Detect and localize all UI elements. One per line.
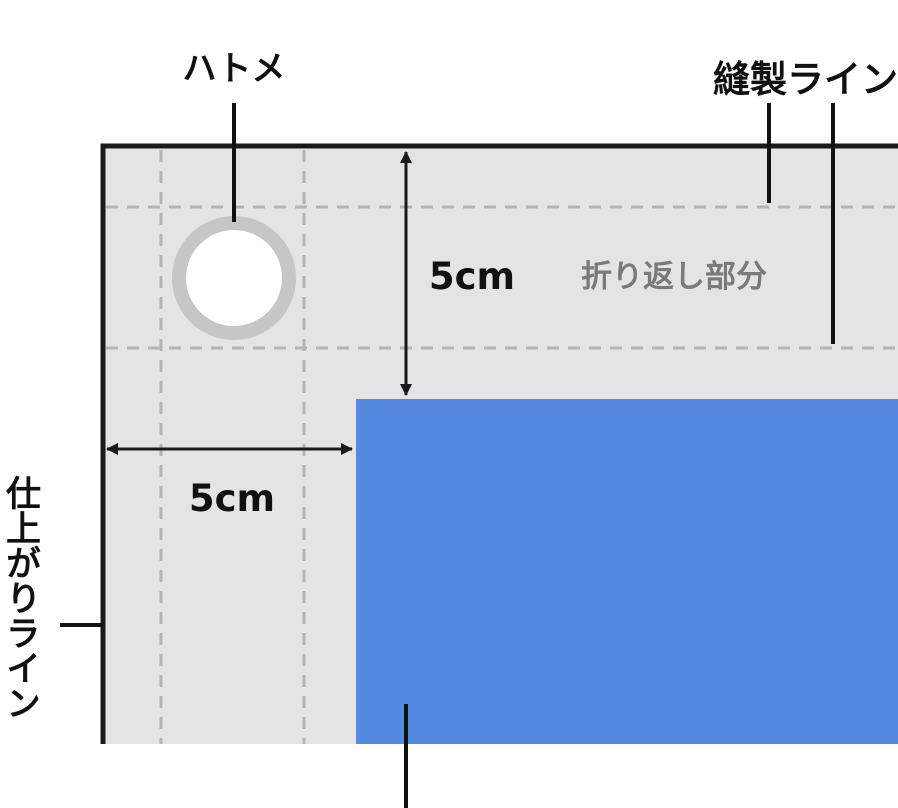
- finished-line-label: 仕上がりライン: [0, 475, 41, 720]
- margin-left-label: 5cm: [189, 477, 275, 520]
- print-area: [356, 399, 898, 744]
- folded-part-label: 折り返し部分: [581, 259, 767, 295]
- grommet: [172, 216, 296, 340]
- sewing-line-label: 縫製ライン: [713, 58, 898, 101]
- finished-line-outline: [100, 143, 898, 744]
- margin-top-label: 5cm: [429, 255, 515, 298]
- grommet-label: ハトメ: [182, 49, 285, 89]
- grommet-hole: [186, 230, 282, 326]
